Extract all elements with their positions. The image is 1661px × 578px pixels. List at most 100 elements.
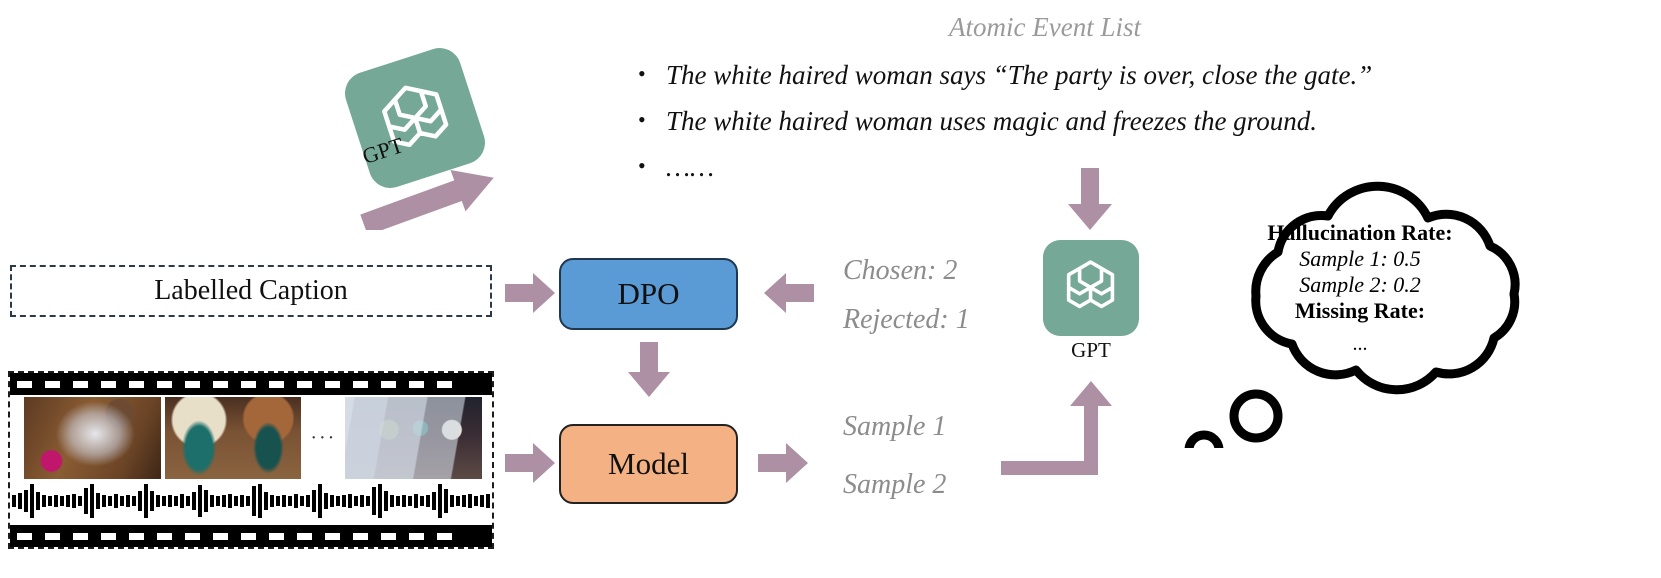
- sample-1-label: Sample 1: [843, 411, 947, 442]
- waveform-bar: [204, 490, 208, 512]
- sprocket-hole: [353, 532, 368, 540]
- arrow-samples-to-gpt-elbow: [1001, 381, 1112, 475]
- waveform-bar: [408, 496, 412, 506]
- waveform-bar: [36, 492, 40, 510]
- waveform-bar: [336, 496, 340, 506]
- filmstrip-sprocket-bar-bottom: [10, 525, 492, 547]
- sprocket-hole: [185, 380, 200, 388]
- sprocket-hole: [381, 532, 396, 540]
- cloud-line: Hallucination Rate:: [1267, 220, 1453, 245]
- model-box[interactable]: Model: [559, 424, 738, 504]
- waveform-bar: [150, 491, 154, 511]
- waveform-bar: [312, 490, 316, 512]
- waveform-bar: [396, 496, 400, 506]
- waveform-bar: [216, 496, 220, 506]
- sprocket-hole: [129, 380, 144, 388]
- sprocket-hole: [325, 532, 340, 540]
- waveform-bar: [264, 492, 268, 510]
- cloud-text-block: Hallucination Rate: Sample 1: 0.5 Sample…: [1160, 220, 1560, 356]
- waveform-bar: [372, 487, 376, 515]
- waveform-bar: [180, 494, 184, 508]
- waveform-bar: [228, 494, 232, 508]
- waveform-bar: [72, 494, 76, 508]
- filmstrip-frames: ···: [10, 395, 492, 479]
- waveform-bar: [420, 496, 424, 506]
- waveform-bar: [90, 484, 94, 518]
- waveform-bar: [450, 495, 454, 507]
- waveform-bar: [48, 496, 52, 506]
- waveform-bar: [108, 496, 112, 506]
- waveform-bar: [342, 495, 346, 507]
- sprocket-hole: [101, 380, 116, 388]
- waveform-bar: [12, 495, 16, 507]
- sprocket-hole: [101, 532, 116, 540]
- openai-logo-icon: [339, 42, 491, 194]
- waveform-bar: [102, 495, 106, 507]
- arrow-preference-to-dpo: [764, 273, 814, 313]
- model-label: Model: [608, 446, 689, 481]
- sprocket-hole: [241, 380, 256, 388]
- sprocket-hole: [73, 380, 88, 388]
- sprocket-hole: [297, 532, 312, 540]
- video-filmstrip[interactable]: ···: [8, 371, 494, 549]
- waveform-bar: [126, 495, 130, 507]
- waveform-bar: [24, 490, 28, 512]
- waveform-bar: [246, 496, 250, 506]
- waveform-bar: [360, 495, 364, 507]
- waveform-bar: [324, 493, 328, 509]
- waveform-bar: [438, 484, 442, 518]
- waveform-bar: [456, 496, 460, 506]
- arrow-list-to-gpt-right: [1068, 168, 1112, 230]
- waveform-bar: [306, 495, 310, 507]
- waveform-bar: [132, 496, 136, 506]
- sprocket-hole: [17, 380, 32, 388]
- waveform-bar: [474, 496, 478, 506]
- waveform-bar: [258, 484, 262, 518]
- waveform-bar: [390, 495, 394, 507]
- waveform-bar: [240, 495, 244, 507]
- cloud-line: Sample 1: 0.5: [1299, 246, 1421, 271]
- waveform-bar: [30, 484, 34, 518]
- waveform-bar: [402, 495, 406, 507]
- waveform-bar: [252, 486, 256, 516]
- waveform-bar: [486, 494, 490, 508]
- cloud-shape-icon: [1184, 181, 1520, 470]
- sprocket-hole: [409, 532, 424, 540]
- sprocket-hole: [157, 532, 172, 540]
- atomic-event-list: The white haired woman says “The party i…: [632, 51, 1652, 190]
- sprocket-hole: [409, 380, 424, 388]
- waveform-bar: [78, 496, 82, 506]
- sprocket-hole: [213, 380, 228, 388]
- waveform-bar: [54, 495, 58, 507]
- arrow-caption-to-dpo: [505, 273, 555, 313]
- video-frame: [24, 397, 161, 479]
- waveform-bar: [66, 495, 70, 507]
- sprocket-hole: [269, 380, 284, 388]
- list-item: The white haired woman says “The party i…: [632, 51, 1652, 98]
- waveform-bar: [330, 495, 334, 507]
- sprocket-hole: [437, 532, 452, 540]
- sprocket-hole: [241, 532, 256, 540]
- waveform-bar: [60, 496, 64, 506]
- waveform-bar: [114, 494, 118, 508]
- thought-cloud: Hallucination Rate: Sample 1: 0.5 Sample…: [1160, 178, 1560, 470]
- sprocket-hole: [269, 532, 284, 540]
- sprocket-hole: [381, 380, 396, 388]
- cloud-line: Missing Rate:: [1294, 298, 1426, 323]
- waveform-bar: [432, 492, 436, 510]
- waveform-bar: [318, 484, 322, 518]
- list-item: ……: [632, 143, 1652, 190]
- rejected-label: Rejected: 1: [843, 304, 970, 335]
- dpo-box[interactable]: DPO: [559, 258, 738, 330]
- sprocket-hole: [17, 532, 32, 540]
- waveform-bar: [156, 495, 160, 507]
- waveform-bar: [168, 495, 172, 507]
- video-frame: [345, 397, 483, 479]
- waveform-bar: [294, 494, 298, 508]
- waveform-bar: [174, 496, 178, 506]
- waveform-bar: [276, 496, 280, 506]
- labelled-caption-box[interactable]: Labelled Caption: [10, 265, 492, 317]
- filmstrip-sprocket-bar-top: [10, 373, 492, 395]
- waveform-bar: [198, 485, 202, 517]
- waveform-bar: [354, 496, 358, 506]
